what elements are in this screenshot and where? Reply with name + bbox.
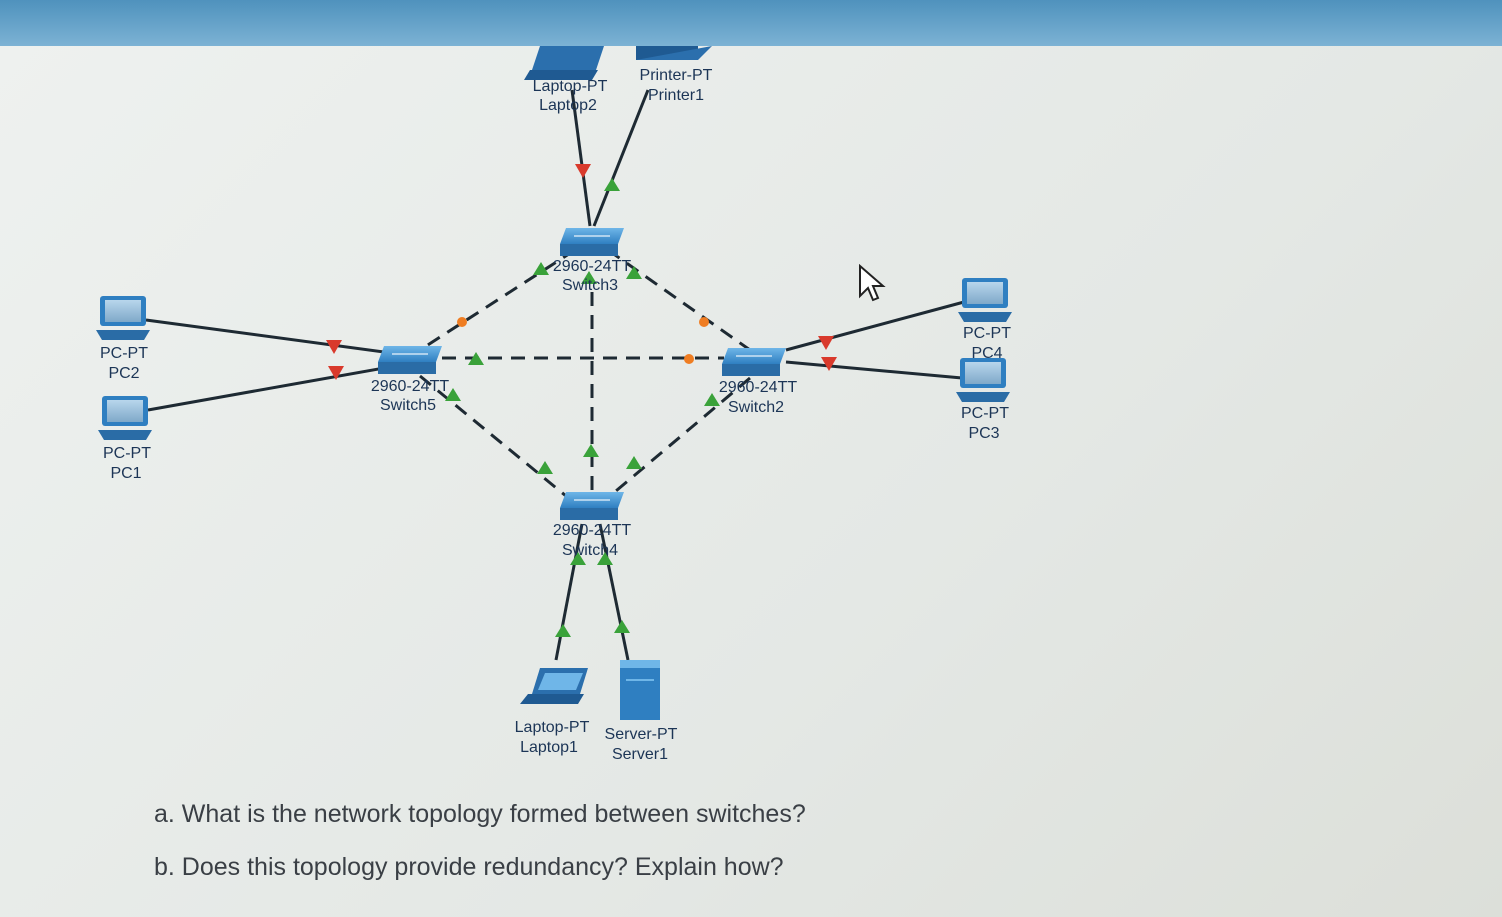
switch-icon (560, 492, 624, 520)
pc2-device[interactable]: PC-PT PC2 (96, 296, 150, 382)
link-up-light (581, 271, 597, 284)
device-model-label: Server-PT (605, 726, 678, 743)
device-name-label: PC3 (968, 425, 999, 442)
link-up-light (555, 624, 571, 637)
link-up-light (604, 178, 620, 191)
link-blocking-light (699, 317, 709, 327)
device-model-label: 2960-24TT (719, 379, 797, 396)
pc1-device[interactable]: PC-PT PC1 (98, 396, 152, 482)
printer1-device[interactable]: Printer-PT Printer1 (636, 46, 713, 104)
link-switch5-switch4[interactable] (419, 374, 567, 498)
link-laptop1-switch4[interactable] (554, 523, 584, 661)
device-name-label: Switch5 (380, 397, 436, 414)
link-up-light (583, 444, 599, 457)
link-pc4-switch2[interactable] (785, 300, 965, 352)
link-down-light (575, 164, 591, 178)
link-pc3-switch2[interactable] (785, 360, 963, 380)
link-up-light (445, 388, 461, 401)
link-up-light (626, 456, 642, 469)
device-model-label: PC-PT (963, 325, 1011, 342)
link-status-lights (326, 164, 837, 637)
link-up-light (533, 262, 549, 275)
switch3-device[interactable]: 2960-24TT Switch3 (553, 228, 631, 294)
link-up-light (704, 393, 720, 406)
pc-icon (98, 396, 152, 440)
device-name-label: Laptop2 (539, 97, 597, 114)
device-name-label: Switch4 (562, 542, 618, 559)
device-model-label: PC-PT (100, 345, 148, 362)
link-pc1-switch5[interactable] (147, 366, 385, 412)
link-up-light (570, 552, 586, 565)
pc-icon (958, 278, 1012, 322)
device-model-label: PC-PT (961, 405, 1009, 422)
pc-icon (96, 296, 150, 340)
switch5-device[interactable]: 2960-24TT Switch5 (371, 346, 449, 414)
switch2-device[interactable]: 2960-24TT Switch2 (719, 348, 797, 416)
device-name-label: Switch2 (728, 399, 784, 416)
question-b: b. Does this topology provide redundancy… (154, 853, 784, 881)
pc3-device[interactable]: PC-PT PC3 (956, 358, 1010, 442)
link-laptop2-switch3[interactable] (570, 89, 592, 227)
link-up-light (597, 552, 613, 565)
link-down-light (818, 336, 834, 350)
laptop-icon (524, 46, 604, 80)
device-model-label: PC-PT (103, 445, 151, 462)
device-name-label: PC4 (971, 345, 1002, 362)
link-switch3-switch5[interactable] (419, 248, 576, 352)
switch-icon (560, 228, 624, 256)
device-model-label: 2960-24TT (553, 522, 631, 539)
device-model-label: Laptop-PT (533, 78, 608, 95)
link-up-light (537, 461, 553, 474)
device-name-label: Server1 (612, 746, 668, 763)
pc4-device[interactable]: PC-PT PC4 (958, 278, 1012, 362)
printer-icon (636, 46, 712, 60)
device-model-label: 2960-24TT (371, 378, 449, 395)
device-model-label: 2960-24TT (553, 258, 631, 275)
link-up-light (614, 620, 630, 633)
pc-icon (956, 358, 1010, 402)
switch4-device[interactable]: 2960-24TT Switch4 (553, 492, 631, 559)
device-model-label: Printer-PT (640, 67, 713, 84)
topology-workspace[interactable] (0, 46, 1502, 917)
link-down-light (821, 357, 837, 371)
link-server1-switch4[interactable] (598, 523, 630, 661)
link-down-light (326, 340, 342, 354)
device-name-label: PC2 (108, 365, 139, 382)
switch-icon (722, 348, 786, 376)
link-up-light (626, 266, 642, 279)
switch-icon (378, 346, 442, 374)
link-blocking-light (684, 354, 694, 364)
link-switch3-switch2[interactable] (607, 248, 751, 352)
link-pc2-switch5[interactable] (145, 318, 385, 354)
device-name-label: Switch3 (562, 277, 618, 294)
link-down-light (328, 366, 344, 380)
window-title-bar (0, 0, 1502, 46)
link-printer1-switch3[interactable] (592, 89, 650, 227)
device-model-label: Laptop-PT (515, 719, 590, 736)
device-name-label: Printer1 (648, 87, 704, 104)
link-up-light (468, 352, 484, 365)
laptop1-device[interactable]: Laptop-PT Laptop1 (515, 668, 590, 756)
link-switch2-switch4[interactable] (609, 376, 751, 498)
question-a: a. What is the network topology formed b… (154, 800, 806, 828)
laptop-icon (520, 668, 588, 704)
laptop2-device[interactable]: Laptop-PT Laptop2 (524, 46, 608, 114)
device-name-label: PC1 (110, 465, 141, 482)
mouse-pointer-icon (859, 264, 886, 302)
device-name-label: Laptop1 (520, 739, 578, 756)
server-icon (620, 660, 660, 720)
server1-device[interactable]: Server-PT Server1 (605, 660, 678, 763)
link-blocking-light (457, 317, 467, 327)
